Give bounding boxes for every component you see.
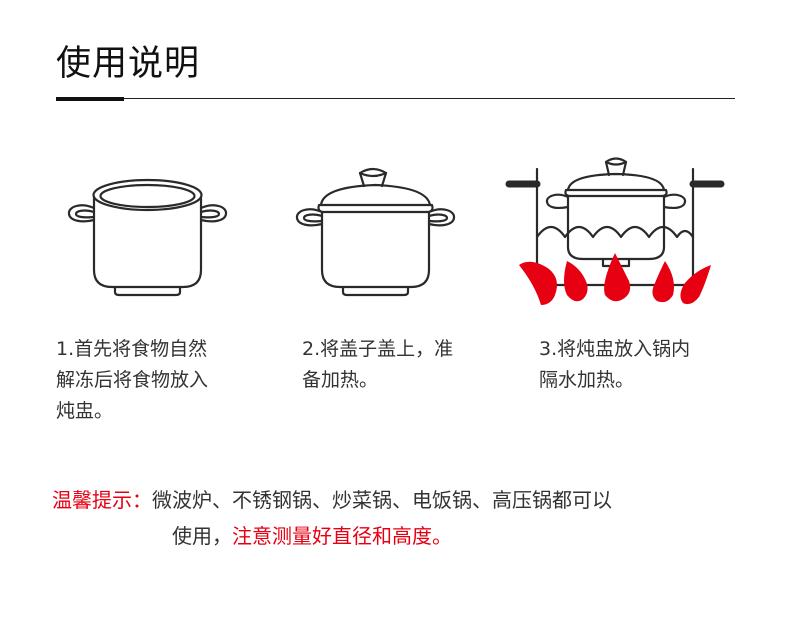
step-1-text: 1.首先将食物自然 解冻后将食物放入 炖盅。 bbox=[56, 334, 208, 427]
tip-emphasis: 注意测量好直径和高度。 bbox=[232, 524, 452, 548]
pot-open-icon bbox=[67, 178, 228, 297]
step-2-line-2: 备加热。 bbox=[302, 369, 379, 391]
tip-label: 温馨提示： bbox=[52, 488, 152, 512]
step-1-line-3: 炖盅。 bbox=[56, 400, 114, 422]
tip-block: 温馨提示：微波炉、不锈钢锅、炒菜锅、电饭锅、高压锅都可以 使用，注意测量好直径和… bbox=[52, 482, 752, 554]
title-accent-bar bbox=[56, 97, 124, 101]
step-2-line-1: 2.将盖子盖上，准 bbox=[302, 338, 454, 360]
pot-lidded-icon bbox=[295, 167, 456, 297]
page-title: 使用说明 bbox=[56, 44, 201, 84]
tip-row-1: 温馨提示：微波炉、不锈钢锅、炒菜锅、电饭锅、高压锅都可以 bbox=[52, 482, 752, 518]
step-3-text: 3.将炖盅放入锅内 隔水加热。 bbox=[539, 334, 690, 396]
step-1-line-2: 解冻后将食物放入 bbox=[56, 369, 209, 391]
step-2-text: 2.将盖子盖上，准 备加热。 bbox=[302, 334, 453, 396]
tip-line-1: 微波炉、不锈钢锅、炒菜锅、电饭锅、高压锅都可以 bbox=[152, 488, 612, 512]
title-divider bbox=[56, 98, 735, 99]
tip-line-2: 使用， bbox=[172, 524, 232, 548]
pot-in-steamer-icon bbox=[505, 157, 725, 305]
step-3-line-2: 隔水加热。 bbox=[539, 369, 635, 391]
step-1-line-1: 1.首先将食物自然 bbox=[56, 338, 208, 360]
step-3-line-1: 3.将炖盅放入锅内 bbox=[539, 338, 691, 360]
tip-row-2: 使用，注意测量好直径和高度。 bbox=[52, 518, 752, 554]
